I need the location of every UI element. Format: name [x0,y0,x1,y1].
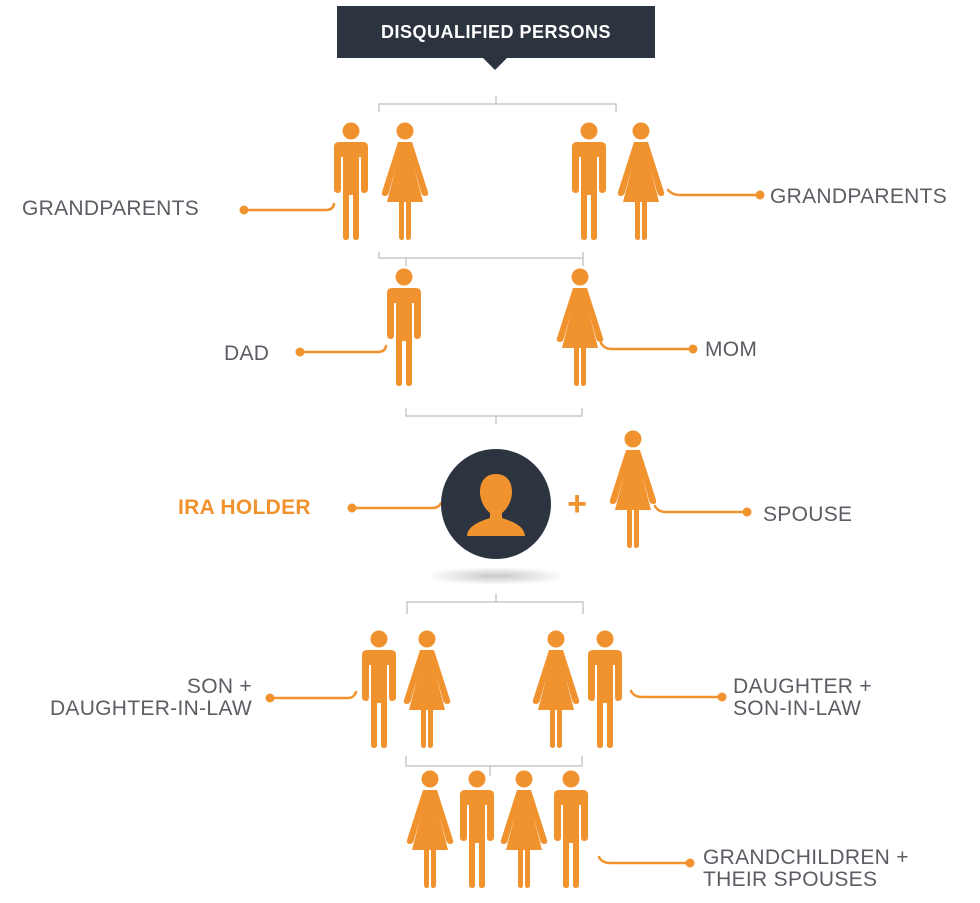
dot-spouse [742,507,752,517]
connector-mom [599,341,695,351]
grandchild-3-icon [500,770,548,888]
grandchild-1-icon [406,770,454,888]
label-grandparents-right: GRANDPARENTS [770,185,948,208]
dot-son [265,693,275,703]
label-son-line2: DAUGHTER-IN-LAW [49,697,252,720]
plus-sign: + [567,485,587,523]
user-avatar-icon [467,474,525,536]
dot-grandchildren [685,858,695,868]
label-daughter-line2: SON-IN-LAW [733,697,862,720]
title-pointer [482,57,508,70]
bracket-parents-to-holder [405,408,583,424]
son-in-law-icon [588,630,622,748]
bracket-grandparents-to-parents [378,252,584,266]
label-son-daughter-in-law: SON + DAUGHTER-IN-LAW [4,676,252,720]
dot-grandparents-left [239,205,249,215]
grandmother-left-icon [381,122,429,240]
daughter-in-law-icon [403,630,451,748]
grandchild-4-icon [554,770,588,888]
label-grandchildren-line2: THEIR SPOUSES [703,868,878,891]
dot-ira-holder [347,503,357,513]
label-grandparents-left: GRANDPARENTS [22,197,200,220]
dot-mom [688,344,698,354]
grandfather-right-icon [572,122,606,240]
connector-grandparents-right [666,188,762,197]
connector-spouse [653,504,749,514]
avatar-shadow [426,567,566,585]
dad-icon [387,268,421,386]
dot-dad [295,347,305,357]
connector-dad [298,344,388,354]
grandfather-left-icon [334,122,368,240]
connector-grandparents-left [242,202,336,212]
label-daughter-son-in-law: DAUGHTER + SON-IN-LAW [733,676,872,720]
label-grandchildren-line1: GRANDCHILDREN + [703,846,909,869]
label-ira-holder: IRA HOLDER [178,496,311,519]
label-dad: DAD [224,342,270,365]
grandchild-2-icon [460,770,494,888]
label-grandchildren: GRANDCHILDREN + THEIR SPOUSES [703,847,909,891]
dot-grandparents-right [755,190,765,200]
daughter-icon [532,630,580,748]
label-mom: MOM [705,338,758,361]
diagram-title: DISQUALIFIED PERSONS [337,6,655,58]
connector-daughter [629,689,724,699]
bracket-children-to-grandchildren [405,756,583,776]
spouse-icon [609,430,657,548]
bracket-top-grandparents [378,96,617,112]
connector-son [268,690,358,700]
label-daughter-line1: DAUGHTER + [733,675,872,698]
label-spouse: SPOUSE [763,503,853,526]
connector-ira-holder [350,501,443,510]
bracket-holder-to-children [406,594,584,614]
label-son-line1: SON + [186,675,252,698]
grandmother-right-icon [617,122,665,240]
son-icon [362,630,396,748]
mom-icon [556,268,604,386]
connector-grandchildren [597,855,692,865]
dot-daughter [717,692,727,702]
